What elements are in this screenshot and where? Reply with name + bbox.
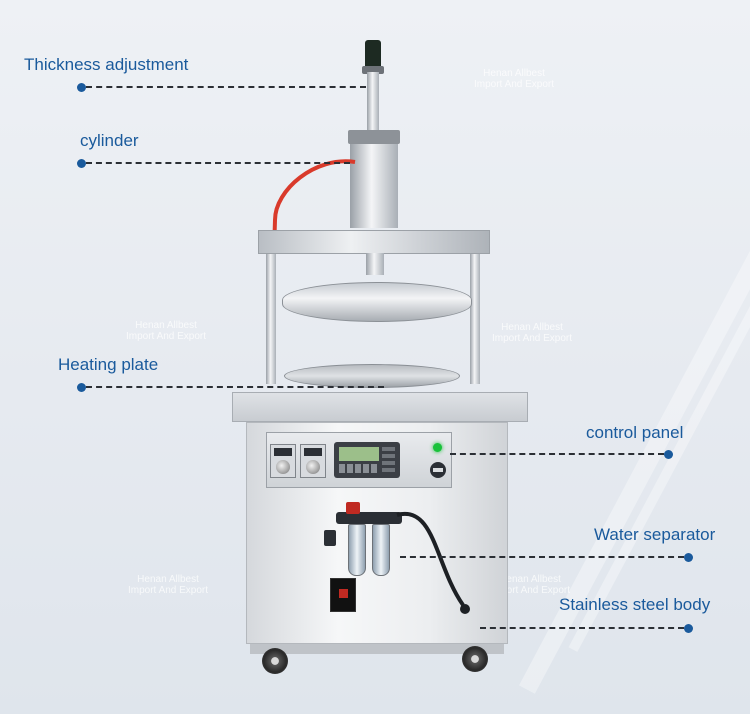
air-cylinder bbox=[350, 144, 398, 228]
lcd-screen bbox=[339, 447, 379, 461]
temperature-controller-left bbox=[270, 444, 296, 478]
temp-display-right bbox=[304, 448, 322, 456]
callout-line bbox=[86, 86, 366, 88]
watermark: Henan Allbest Import And Export bbox=[474, 68, 554, 90]
callout-line bbox=[450, 453, 664, 455]
air-hose bbox=[271, 159, 356, 286]
watermark-line-2: Import And Export bbox=[474, 79, 555, 90]
adjustment-handle-collar bbox=[362, 66, 384, 74]
warning-sticker-mark bbox=[339, 589, 348, 598]
black-air-hose bbox=[396, 511, 470, 614]
callout-line bbox=[400, 556, 684, 558]
lcd-keypad bbox=[382, 447, 395, 473]
callout-dot-icon bbox=[684, 553, 693, 562]
callout-dot-icon bbox=[77, 83, 86, 92]
callout-water-separator: Water separator bbox=[594, 525, 716, 544]
watermark-line-2: Import And Export bbox=[128, 585, 209, 596]
callout-stainless-steel-body: Stainless steel body bbox=[559, 595, 711, 614]
upper-press-frame bbox=[258, 230, 490, 254]
temp-knob-left-icon bbox=[276, 460, 290, 474]
adjustment-handle-grip bbox=[365, 40, 381, 70]
callout-dot-icon bbox=[684, 624, 693, 633]
pressure-gauge-icon bbox=[324, 530, 336, 546]
watermark-line-1: Henan Allbest bbox=[135, 320, 197, 331]
cylinder-top-cap bbox=[348, 130, 400, 144]
switch-knob-icon bbox=[430, 462, 446, 478]
watermark-line-1: Henan Allbest bbox=[501, 322, 563, 333]
watermark-line-1: Henan Allbest bbox=[499, 574, 561, 585]
callout-line bbox=[480, 627, 684, 629]
temp-knob-right-icon bbox=[306, 460, 320, 474]
filter-bowl-right bbox=[372, 524, 390, 576]
watermark: Henan Allbest Import And Export bbox=[128, 574, 208, 596]
callout-line bbox=[86, 386, 384, 388]
watermark-line-1: Henan Allbest bbox=[483, 68, 545, 79]
guide-column-right bbox=[470, 254, 480, 384]
adjustment-rod bbox=[367, 72, 379, 134]
power-indicator-icon bbox=[433, 443, 442, 452]
callout-heating-plate: Heating plate bbox=[58, 355, 159, 374]
callout-dot-icon bbox=[77, 159, 86, 168]
callout-dot-icon bbox=[77, 383, 86, 392]
lcd-controller bbox=[334, 442, 400, 478]
watermark-line-2: Import And Export bbox=[126, 331, 207, 342]
work-table-top bbox=[232, 392, 528, 422]
press-shaft bbox=[366, 253, 384, 275]
switch-knob-bar bbox=[433, 468, 443, 472]
temp-display-left bbox=[274, 448, 292, 456]
watermark-line-1: Henan Allbest bbox=[137, 574, 199, 585]
separator-manifold bbox=[336, 512, 402, 524]
filter-bowl-left bbox=[348, 524, 366, 576]
watermark-line-2: Import And Export bbox=[492, 333, 573, 344]
upper-heating-plate bbox=[282, 282, 472, 322]
base-frame bbox=[250, 644, 504, 654]
callout-control-panel: control panel bbox=[586, 423, 684, 442]
callout-line bbox=[86, 162, 350, 164]
lower-heating-plate bbox=[284, 364, 460, 388]
callout-dot-icon bbox=[664, 450, 673, 459]
background-light-streak bbox=[518, 226, 750, 694]
caster-wheel-right-icon bbox=[462, 646, 488, 672]
watermark: Henan Allbest Import And Export bbox=[126, 320, 206, 342]
callout-cylinder: cylinder bbox=[80, 131, 139, 150]
watermark: Henan Allbest Import And Export bbox=[490, 574, 570, 596]
lcd-buttons bbox=[339, 464, 379, 473]
callout-thickness-adjustment: Thickness adjustment bbox=[24, 55, 189, 74]
watermark-line-2: Import And Export bbox=[490, 585, 571, 596]
temperature-controller-right bbox=[300, 444, 326, 478]
warning-sticker-icon bbox=[330, 578, 356, 612]
regulator-cap-red bbox=[346, 502, 360, 514]
guide-column-left bbox=[266, 254, 276, 384]
watermark: Henan Allbest Import And Export bbox=[492, 322, 572, 344]
caster-wheel-left-icon bbox=[262, 648, 288, 674]
